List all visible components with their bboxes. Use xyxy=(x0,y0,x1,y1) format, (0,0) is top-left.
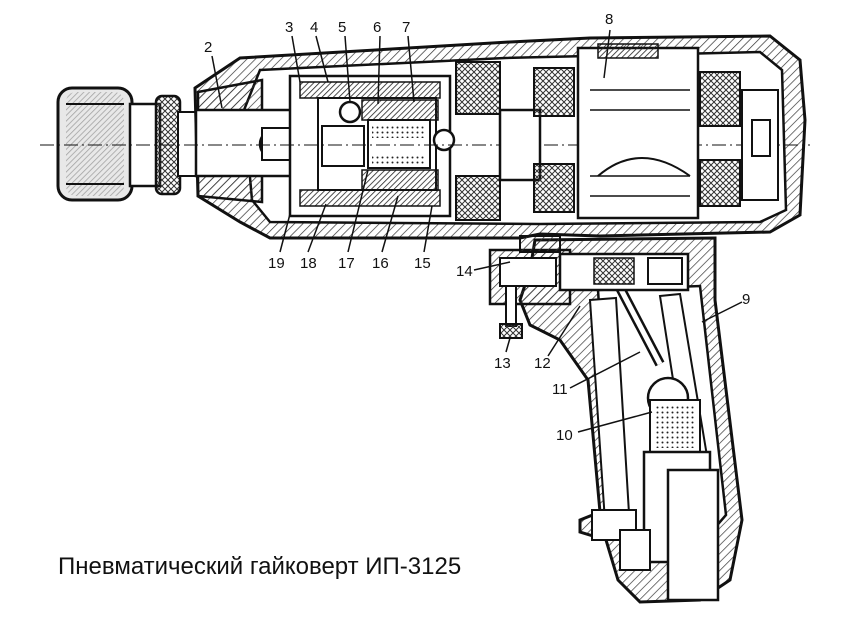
callout-18: 18 xyxy=(300,255,317,272)
callout-7: 7 xyxy=(402,19,410,36)
callout-4: 4 xyxy=(310,19,318,36)
motor-assembly xyxy=(455,43,779,221)
callout-17: 17 xyxy=(338,255,355,272)
callout-11: 11 xyxy=(552,381,568,398)
trigger-block xyxy=(488,235,690,339)
impact-mechanism xyxy=(288,74,456,218)
callout-13: 13 xyxy=(494,355,511,372)
callout-14: 14 xyxy=(456,263,473,280)
callout-16: 16 xyxy=(372,255,389,272)
leader-lines xyxy=(211,29,743,433)
callout-6: 6 xyxy=(373,19,381,36)
callout-3: 3 xyxy=(285,19,293,36)
handle xyxy=(518,236,744,604)
callout-2: 2 xyxy=(204,39,212,56)
callout-12: 12 xyxy=(534,355,551,372)
figure-caption: Пневматический гайковерт ИП-3125 xyxy=(58,553,462,580)
callout-8: 8 xyxy=(605,11,613,28)
callout-15: 15 xyxy=(414,255,431,272)
socket-head xyxy=(56,86,201,202)
callout-5: 5 xyxy=(338,19,346,36)
callout-9: 9 xyxy=(742,291,750,308)
callout-10: 10 xyxy=(556,427,573,444)
callout-19: 19 xyxy=(268,255,285,272)
callout-labels: 2 3 4 5 6 7 8 19 18 17 16 15 14 13 12 11… xyxy=(204,11,750,444)
